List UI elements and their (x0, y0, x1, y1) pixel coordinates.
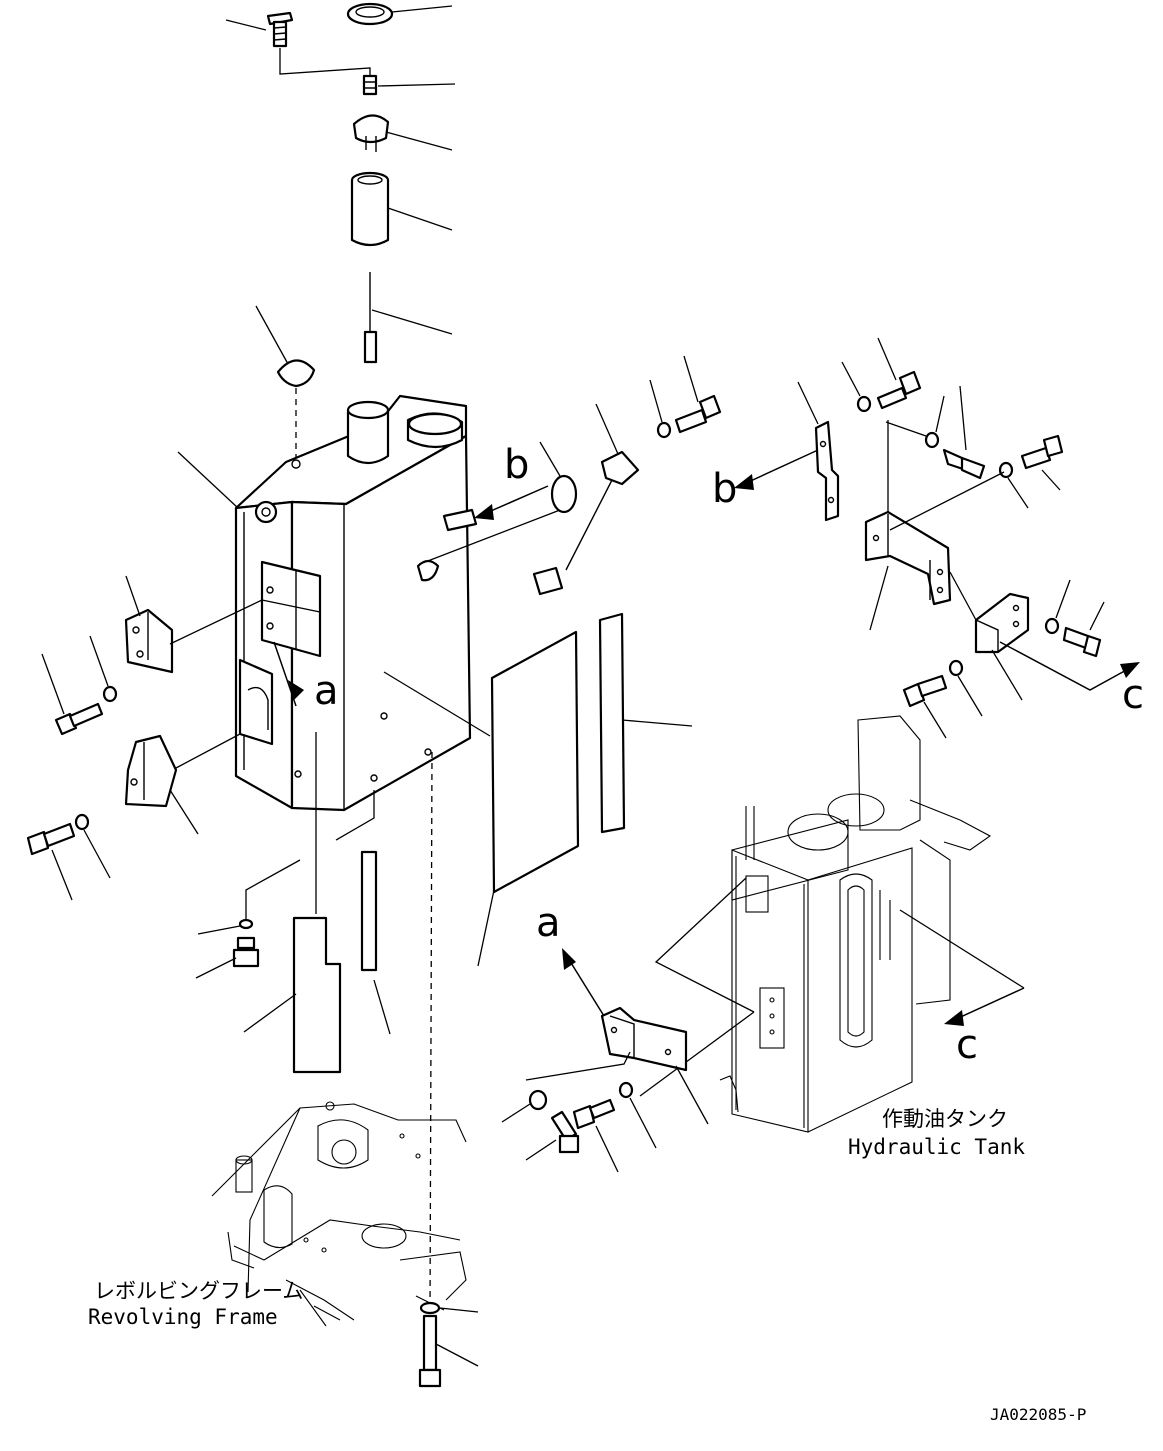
view-c-label: c (1122, 672, 1144, 718)
washer-lower-a (528, 1089, 548, 1111)
level-sensor (532, 450, 640, 596)
strainer-ring (352, 114, 390, 152)
grommet (550, 474, 578, 514)
frame-bolt (418, 1314, 442, 1388)
revolving-frame-label-en: Revolving Frame (88, 1305, 278, 1329)
cover-plate (292, 916, 342, 1074)
view-b-dest-label: b (712, 466, 737, 512)
bolt-left-upper (54, 702, 104, 736)
filler-cap (346, 2, 394, 26)
bolt-r2 (942, 448, 986, 480)
bolt-sensor (674, 394, 722, 434)
washer-r4 (1044, 617, 1060, 635)
hydraulic-tank-label-jp: 作動油タンク (882, 1107, 1008, 1131)
frame-washer (419, 1301, 441, 1315)
spacer-bar (360, 850, 378, 972)
washer-r5 (948, 659, 964, 677)
drain-plug (232, 936, 260, 968)
breather-cap (276, 359, 316, 388)
bolt-r3 (1020, 434, 1064, 470)
bolt-r1 (876, 370, 922, 410)
level-gauge-rod (363, 272, 378, 364)
small-bolt (362, 74, 378, 96)
washer-left-lower (74, 813, 90, 831)
hydraulic-tank-phantom (719, 715, 992, 1133)
bolt-r4 (1062, 626, 1102, 658)
washer-lower-a-2 (618, 1081, 634, 1099)
small-washer (238, 918, 254, 930)
filler-strainer (350, 171, 390, 247)
view-a-label: a (314, 668, 339, 714)
bolt-r5 (902, 674, 948, 708)
pad-large (490, 630, 580, 894)
bolt-left-lower (26, 822, 76, 856)
hydraulic-tank-label-en: Hydraulic Tank (848, 1135, 1025, 1159)
washer-r1 (856, 395, 872, 413)
view-b-label: b (504, 442, 529, 488)
washer-left-upper (102, 685, 118, 703)
z-bracket (864, 510, 952, 606)
washer-sensor (656, 421, 672, 439)
revolving-frame-phantom (211, 1101, 467, 1327)
washer-r3 (998, 461, 1014, 479)
washer-r2 (924, 431, 940, 449)
pad-narrow (598, 612, 626, 834)
lower-left-bracket (124, 734, 178, 808)
view-a-dest-label: a (536, 900, 561, 946)
cap-screw-top (266, 11, 294, 48)
lower-bracket-a (600, 1006, 688, 1072)
bolt-lower-a-1 (550, 1110, 580, 1154)
view-c-dest-label: c (956, 1022, 978, 1068)
l-bracket-right (974, 592, 1030, 654)
revolving-frame-label-jp: レボルビングフレーム (94, 1279, 303, 1303)
hydraulic-tank-body (234, 394, 478, 812)
bolt-lower-a-2 (572, 1098, 616, 1130)
strip-bracket (814, 420, 840, 522)
upper-left-bracket (124, 608, 174, 674)
drawing-number: JA022085-P (990, 1405, 1086, 1424)
